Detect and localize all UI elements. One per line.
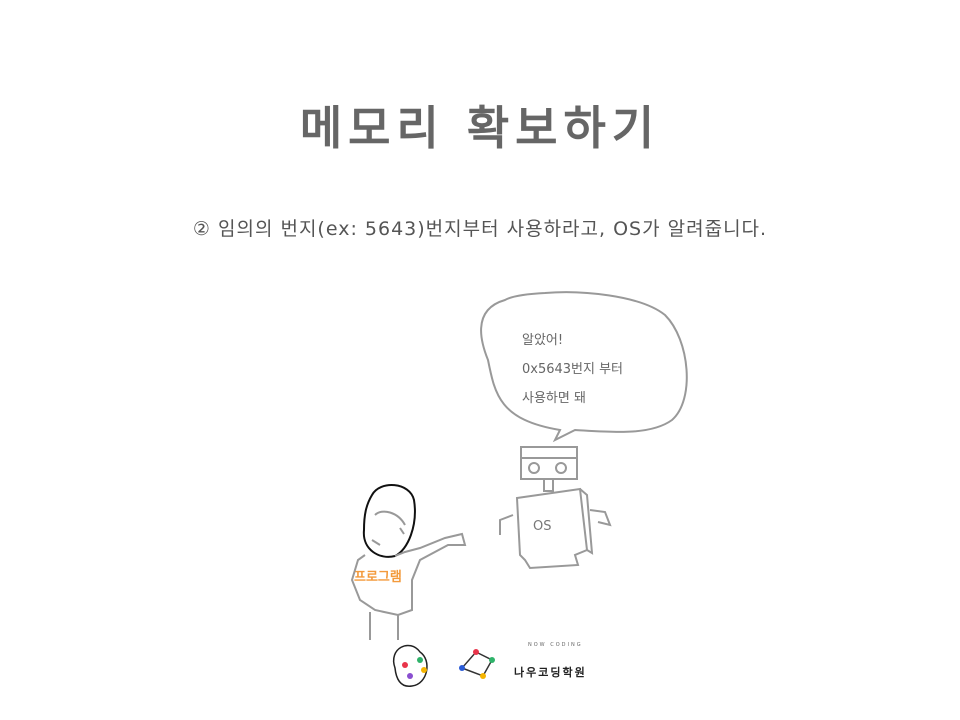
person-figure (350, 483, 467, 640)
brand-name: 나우코딩학원 (514, 666, 587, 679)
robot-head (520, 446, 578, 492)
brand-logo-icon (392, 644, 428, 687)
program-label: 프로그램 (354, 570, 402, 585)
brand-logo-mark (459, 649, 495, 679)
speech-bubble (480, 291, 688, 443)
robot-label: OS (533, 519, 552, 534)
brand-arc-text: NOW CODING (528, 642, 583, 648)
slide-subtitle: ② 임의의 번지(ex: 5643)번지부터 사용하라고, OS가 알려줍니다. (192, 218, 768, 240)
speech-line: 알았어! (522, 333, 564, 348)
robot-body (499, 487, 612, 570)
slide-title: 메모리 확보하기 (299, 101, 661, 155)
speech-bubble-text: 알았어! 0x5643번지 부터 사용하면 돼 (522, 326, 623, 413)
speech-line: 0x5643번지 부터 (522, 362, 624, 377)
speech-line: 사용하면 돼 (522, 391, 586, 406)
